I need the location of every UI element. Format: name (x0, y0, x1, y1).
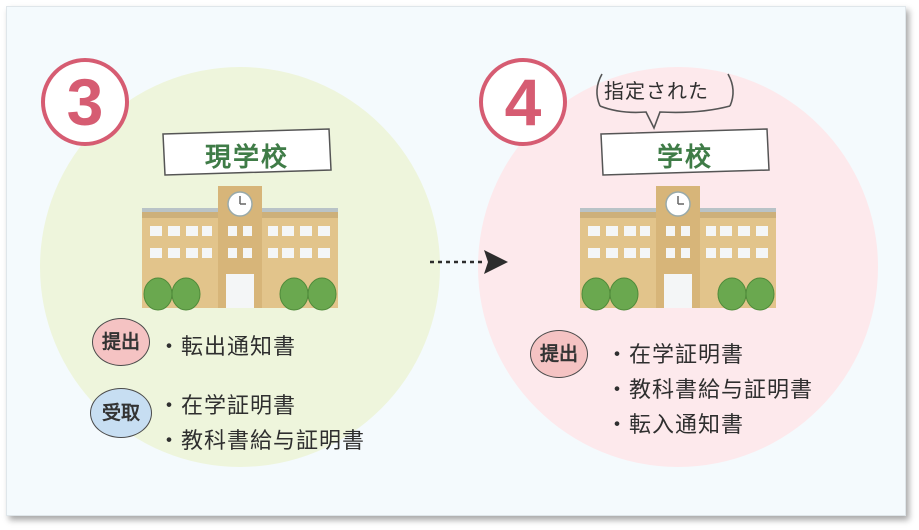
speech-text: 指定された (604, 79, 709, 103)
transfer-arrow-icon (430, 250, 508, 274)
school-building-icon (580, 186, 776, 311)
submit-badge: 提出 (92, 318, 150, 366)
receive-badge: 受取 (90, 388, 152, 438)
left-receive-item: ・在学証明書 (158, 394, 297, 419)
right-submit-item: ・教科書給与証明書 (606, 378, 814, 403)
speech-bubble (596, 73, 734, 130)
step-number-4: 4 (479, 58, 567, 146)
current-school-sign (162, 128, 332, 176)
submit-badge: 提出 (530, 330, 588, 378)
left-receive-item: ・教科書給与証明書 (158, 429, 366, 454)
school-building-icon (142, 186, 338, 311)
designated-school-sign (600, 128, 770, 176)
right-submit-item: ・在学証明書 (606, 343, 745, 368)
current-school-label: 現学校 (204, 143, 289, 173)
step-number-3: 3 (41, 58, 129, 146)
right-submit-item: ・転入通知書 (606, 413, 745, 438)
designated-school-label: 学校 (656, 143, 713, 173)
left-submit-item: ・転出通知書 (158, 335, 297, 360)
